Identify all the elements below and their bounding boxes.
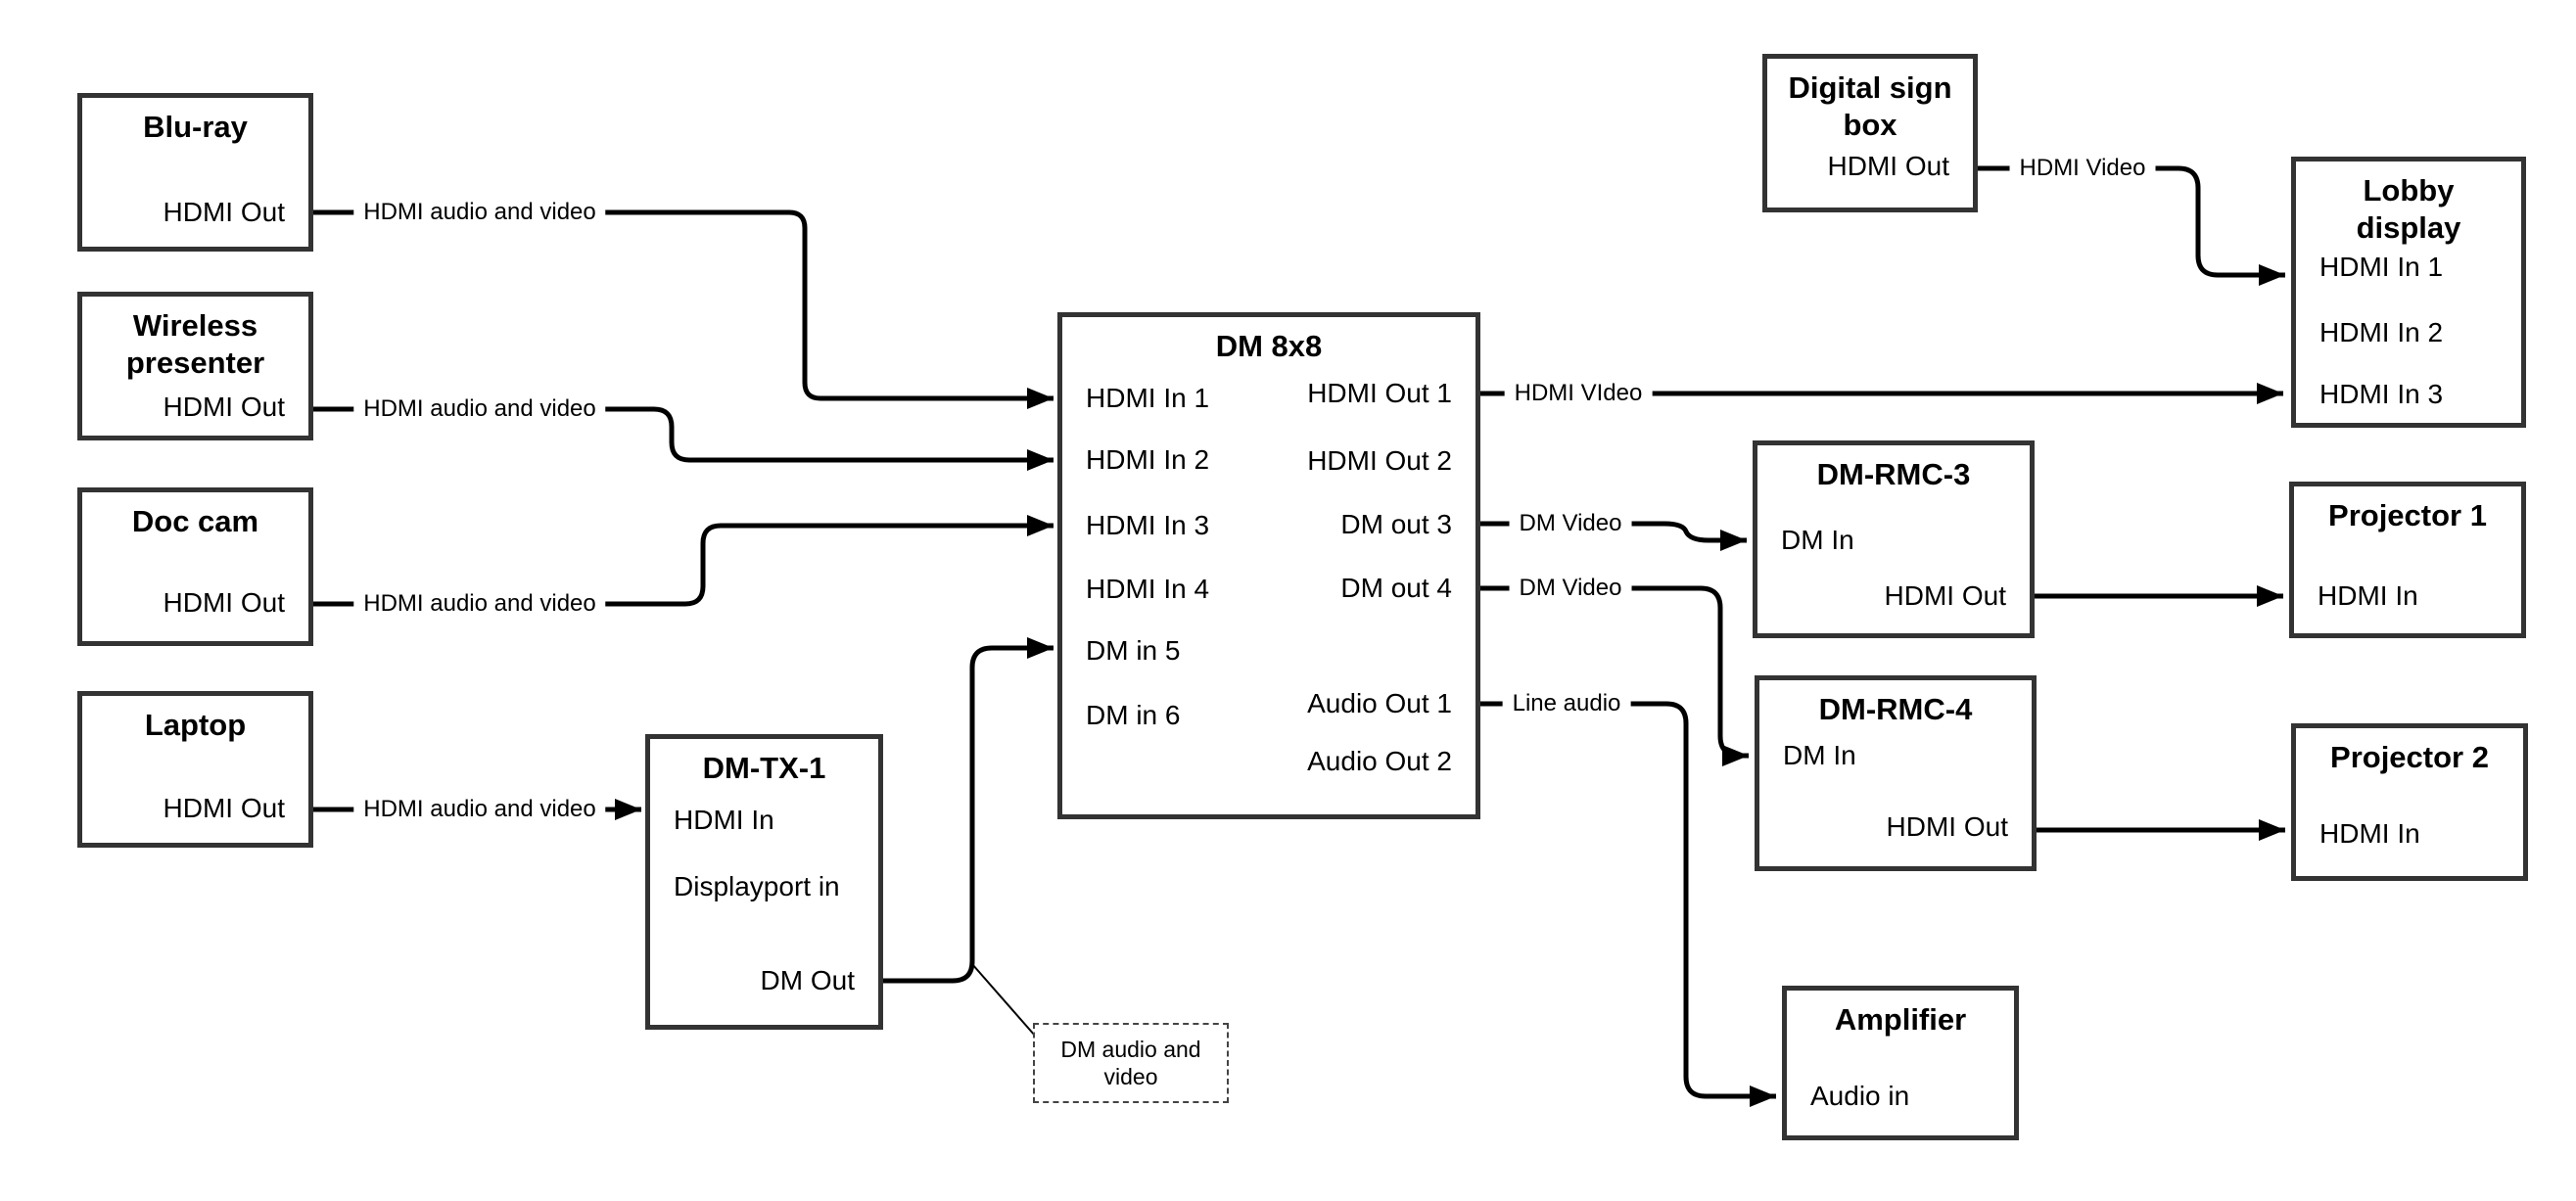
port-projector-1-0: HDMI In <box>2318 580 2418 611</box>
wire-dm8x8-to-rmc4 <box>1480 585 1749 766</box>
wire-label-doccam-to-dm8x8: HDMI audio and video <box>353 589 606 619</box>
node-title-bluray: Blu-ray <box>143 110 248 144</box>
node-title-projector-2: Projector 2 <box>2330 740 2489 774</box>
node-title-digital-sign-box: Digital sign box <box>1788 70 1952 142</box>
port-laptop-0: HDMI Out <box>163 793 285 823</box>
node-projector-1: Projector 1 HDMI In <box>2289 482 2526 638</box>
port-doc-cam-0: HDMI Out <box>163 587 285 618</box>
port-projector-2-0: HDMI In <box>2319 818 2420 849</box>
node-title-projector-1: Projector 1 <box>2328 498 2487 532</box>
node-title-dm-rmc-3: DM-RMC-3 <box>1816 457 1971 491</box>
port-dm-8x8-7: HDMI Out 2 <box>1307 445 1452 476</box>
port-lobby-display-2: HDMI In 3 <box>2319 379 2444 409</box>
node-title-laptop: Laptop <box>144 708 247 742</box>
wire-label-dm8x8-to-lobby: HDMI VIdeo <box>1504 379 1653 408</box>
port-lobby-display-0: HDMI In 1 <box>2319 252 2444 282</box>
node-title-lobby-display: Lobby display <box>2356 173 2461 245</box>
port-dm-8x8-10: Audio Out 1 <box>1307 688 1452 718</box>
wire-label-dm8x8-to-rmc4: DM Video <box>1509 574 1632 603</box>
port-amplifier-0: Audio in <box>1810 1081 1910 1111</box>
node-title-dm-rmc-4: DM-RMC-4 <box>1818 692 1973 726</box>
node-title-dm-8x8: DM 8x8 <box>1215 329 1323 363</box>
node-title-dm-tx-1: DM-TX-1 <box>702 751 826 785</box>
wire-bluray-to-dm8x8 <box>313 209 1054 409</box>
port-dm-8x8-8: DM out 3 <box>1340 509 1452 539</box>
port-dm-8x8-1: HDMI In 2 <box>1086 444 1210 475</box>
wire-label-bluray-to-dm8x8: HDMI audio and video <box>353 198 606 227</box>
port-dm-rmc-4-0: DM In <box>1783 740 1856 770</box>
port-dm-tx-1-2: DM Out <box>760 965 855 995</box>
port-dm-8x8-4: DM in 5 <box>1086 635 1181 666</box>
wire-label-digitalsign-to-lobby: HDMI Video <box>2009 154 2156 183</box>
port-dm-8x8-5: DM in 6 <box>1086 700 1181 730</box>
wire-wireless-to-dm8x8 <box>313 406 1054 471</box>
port-dm-rmc-4-1: HDMI Out <box>1886 811 2008 842</box>
wire-label-dm8x8-to-rmc3: DM Video <box>1509 509 1632 538</box>
node-title-wireless-presenter: Wireless presenter <box>125 308 265 380</box>
port-dm-8x8-6: HDMI Out 1 <box>1307 378 1452 408</box>
callout-note: DM audio and video <box>1033 1023 1229 1103</box>
port-dm-rmc-3-1: HDMI Out <box>1884 580 2006 611</box>
port-lobby-display-1: HDMI In 2 <box>2319 317 2444 347</box>
wire-label-dm8x8-to-amplifier: Line audio <box>1502 689 1631 718</box>
port-dm-8x8-9: DM out 4 <box>1340 573 1452 603</box>
port-dm-8x8-3: HDMI In 4 <box>1086 574 1210 604</box>
port-dm-tx-1-1: Displayport in <box>674 871 840 901</box>
node-dm-rmc-3: DM-RMC-3 DM In HDMI Out <box>1753 440 2035 638</box>
node-dm-rmc-4: DM-RMC-4 DM In HDMI Out <box>1755 675 2037 871</box>
node-projector-2: Projector 2 HDMI In <box>2291 723 2528 881</box>
wire-dm8x8-to-amplifier <box>1480 701 1776 1107</box>
wire-dmtx1-to-dm8x8 <box>883 637 1054 984</box>
port-dm-rmc-3-0: DM In <box>1781 525 1854 555</box>
wire-digitalsign-to-lobby <box>1978 165 2285 286</box>
callout-leader-line <box>971 963 1036 1037</box>
node-title-doc-cam: Doc cam <box>131 504 259 538</box>
node-title-amplifier: Amplifier <box>1834 1002 1967 1037</box>
wire-label-wireless-to-dm8x8: HDMI audio and video <box>353 394 606 424</box>
port-dm-tx-1-0: HDMI In <box>674 805 774 835</box>
wire-dm8x8-to-rmc3 <box>1480 521 1747 551</box>
port-dm-8x8-0: HDMI In 1 <box>1086 383 1210 413</box>
wire-label-laptop-to-dmtx1: HDMI audio and video <box>353 795 606 824</box>
port-dm-8x8-2: HDMI In 3 <box>1086 510 1210 540</box>
port-dm-8x8-11: Audio Out 2 <box>1307 746 1452 776</box>
port-digital-sign-box-0: HDMI Out <box>1827 151 1949 181</box>
wire-doccam-to-dm8x8 <box>313 515 1054 607</box>
port-bluray-0: HDMI Out <box>163 197 285 227</box>
port-wireless-presenter-0: HDMI Out <box>163 392 285 422</box>
